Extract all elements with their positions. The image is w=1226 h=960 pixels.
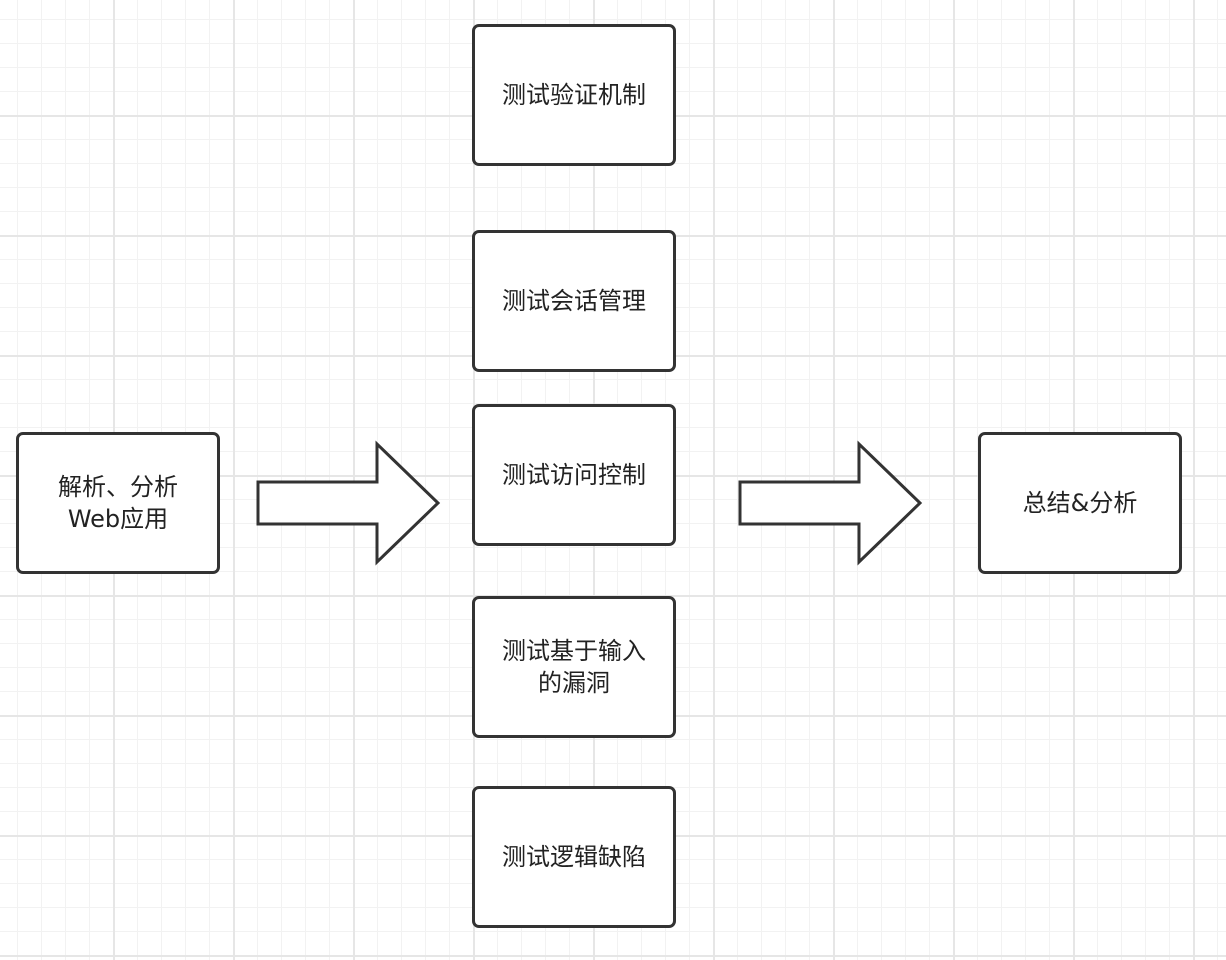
arrow-right-icon bbox=[738, 440, 923, 566]
node-test-access-control[interactable]: 测试访问控制 bbox=[472, 404, 676, 546]
arrow-right-icon bbox=[256, 440, 441, 566]
node-test-input-vulnerabilities[interactable]: 测试基于输入 的漏洞 bbox=[472, 596, 676, 738]
node-parse-analyze-web-app[interactable]: 解析、分析 Web应用 bbox=[16, 432, 220, 574]
node-test-logic-flaws[interactable]: 测试逻辑缺陷 bbox=[472, 786, 676, 928]
node-test-authentication[interactable]: 测试验证机制 bbox=[472, 24, 676, 166]
node-test-session-management[interactable]: 测试会话管理 bbox=[472, 230, 676, 372]
node-summary-analysis[interactable]: 总结&分析 bbox=[978, 432, 1182, 574]
